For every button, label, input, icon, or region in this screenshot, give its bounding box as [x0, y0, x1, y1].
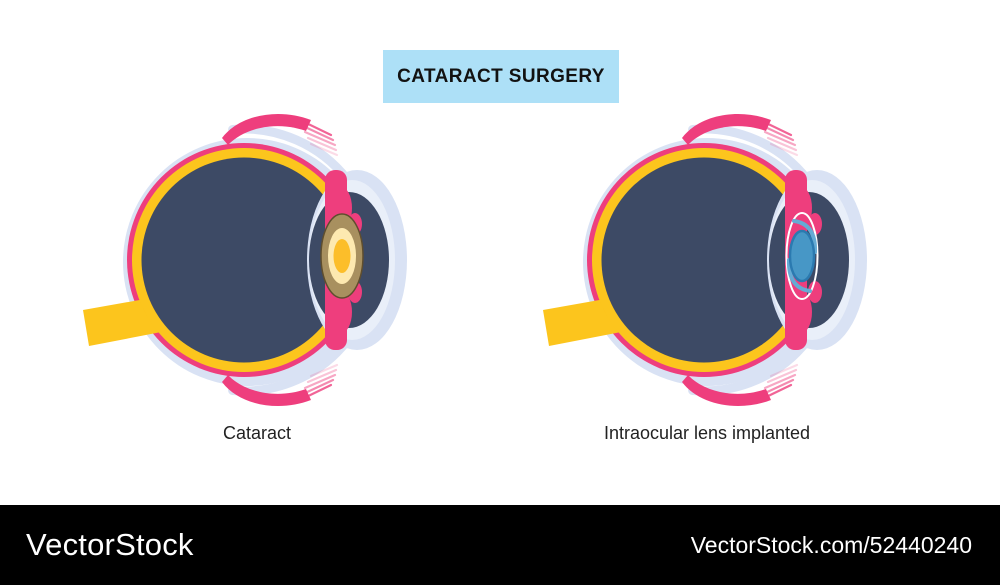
lens-capsule: [785, 212, 819, 300]
iol-optic: [788, 229, 816, 283]
vectorstock-logo: VectorStock: [26, 527, 194, 562]
iol-haptic-top: [792, 219, 818, 254]
lens-cloudy-core: [333, 239, 351, 273]
page-title: CATARACT SURGERY: [383, 50, 619, 103]
caption-intraocular-lens: Intraocular lens implanted: [603, 423, 811, 443]
vitreous-body: [601, 157, 807, 363]
eyelash-bottom: [222, 363, 339, 406]
watermark-bar: VectorStock VectorStock.com/52440240: [0, 505, 1000, 585]
eye-diagram-intraocular-lens: [543, 114, 867, 406]
eye-diagram-cataract: [83, 114, 407, 406]
caption-cataract: Cataract: [222, 423, 292, 443]
eyelash-top: [682, 114, 799, 157]
vitreous-body: [141, 157, 347, 363]
eyelash-top: [222, 114, 339, 157]
cataract-lens: [320, 213, 364, 299]
eyelash-bottom: [682, 363, 799, 406]
intraocular-lens: [785, 212, 819, 300]
iol-haptic-bottom: [786, 258, 812, 293]
iris-root-lower: [808, 281, 822, 303]
ciliary-body-lower: [788, 290, 812, 334]
ciliary-body-lower: [328, 290, 352, 334]
vectorstock-url: VectorStock.com/52440240: [690, 531, 972, 558]
